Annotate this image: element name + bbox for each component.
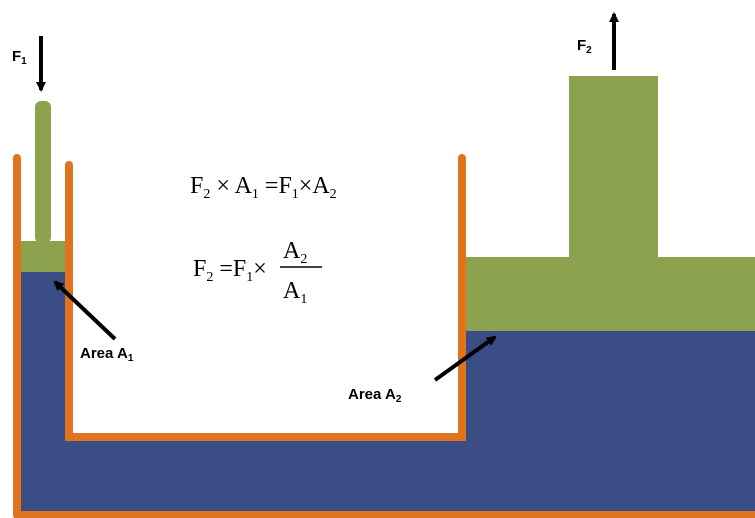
inner-u-wall	[65, 154, 466, 441]
eq2-denominator: A1	[283, 278, 307, 307]
area-1-pointer-arrow	[53, 280, 117, 341]
eq2-numerator: A2	[283, 238, 307, 267]
container-walls	[13, 154, 755, 518]
eq1-term-1: F	[190, 173, 203, 199]
area-2-pointer-arrow	[433, 335, 497, 382]
eq1-term-3: =F	[259, 173, 292, 199]
eq1-term-2: × A	[210, 173, 252, 199]
force-1-subscript: 1	[21, 56, 27, 67]
eq1-sub-3: 1	[292, 187, 299, 202]
equation-output-force: F2 =F1×	[193, 256, 267, 285]
eq2-term-3: ×	[253, 256, 267, 282]
area-1-label: Area A1	[80, 345, 134, 364]
small-piston	[17, 101, 69, 272]
hydraulic-fluid	[17, 272, 755, 518]
fluid-large-cylinder	[463, 331, 755, 518]
eq2-denominator-subscript: 1	[300, 292, 307, 307]
small-piston-head	[17, 241, 69, 272]
area-2-label: Area A2	[348, 386, 402, 405]
area-2-text: Area A	[348, 386, 396, 403]
force-2-label: F2	[577, 37, 592, 56]
eq2-sub-1: 2	[206, 270, 213, 285]
large-piston	[463, 76, 755, 331]
small-piston-rod	[35, 101, 51, 243]
eq1-term-4: ×A	[299, 173, 331, 199]
force-1-label: F1	[12, 48, 27, 67]
large-piston-load	[569, 76, 658, 257]
eq2-denominator-symbol: A	[283, 278, 301, 304]
area-1-subscript: 1	[128, 353, 134, 364]
equation-pressure-balance: F2 × A1 =F1×A2	[190, 173, 337, 202]
area-1-text: Area A	[80, 345, 128, 362]
eq1-sub-4: 2	[330, 187, 337, 202]
large-piston-head	[463, 257, 755, 331]
area-2-subscript: 2	[396, 394, 402, 405]
eq2-term-2: =F	[213, 256, 246, 282]
eq1-sub-2: 1	[252, 187, 259, 202]
eq2-sub-2: 1	[246, 270, 253, 285]
force-2-subscript: 2	[586, 45, 592, 56]
eq2-term-1: F	[193, 256, 206, 282]
eq1-sub-1: 2	[203, 187, 210, 202]
eq2-numerator-subscript: 2	[300, 252, 307, 267]
force-2-symbol: F	[577, 37, 586, 54]
eq2-numerator-symbol: A	[283, 238, 301, 264]
force-1-symbol: F	[12, 48, 21, 65]
